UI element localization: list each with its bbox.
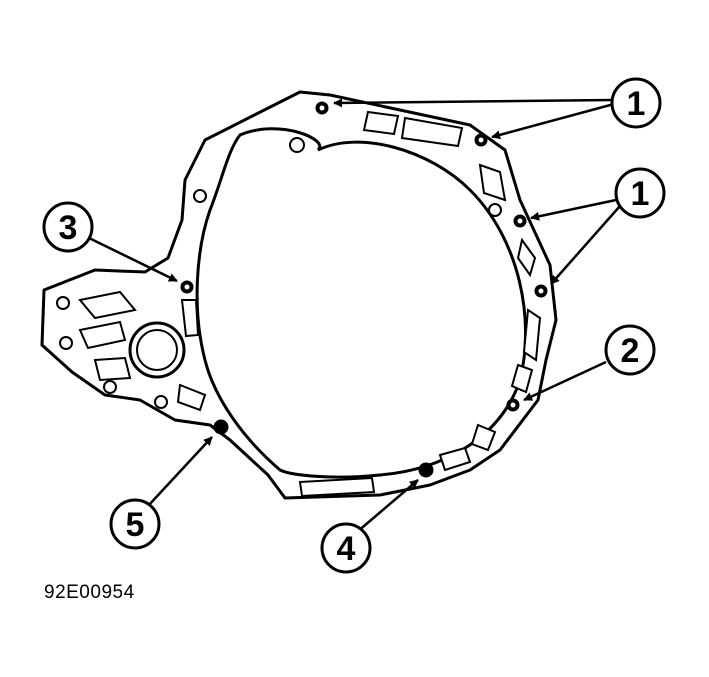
gasket-cutouts [56, 110, 542, 498]
callout-1-top-label: 1 [627, 85, 646, 123]
leader-1-to-a [333, 98, 613, 108]
callout-3: 3 [42, 201, 94, 253]
flange-opening-inner [136, 329, 178, 371]
callouts: 1 1 2 3 4 5 [42, 77, 666, 574]
leader-1b-to-c [530, 198, 617, 221]
callout-1-right-label: 1 [631, 175, 650, 213]
leader-4 [356, 479, 419, 533]
callout-2: 2 [604, 324, 656, 376]
leader-lines [88, 98, 621, 533]
callout-4: 4 [320, 522, 372, 574]
callout-4-label: 4 [337, 530, 356, 568]
callout-5: 5 [109, 498, 161, 550]
callout-3-label: 3 [59, 209, 78, 247]
figure-id-label: 92E00954 [44, 582, 135, 603]
leader-2 [523, 360, 607, 402]
leader-5 [147, 436, 213, 507]
leader-1b-to-d [550, 205, 621, 285]
leader-1-to-b [491, 102, 615, 140]
callout-1-right: 1 [614, 167, 666, 219]
bolt-hole-5 [213, 419, 229, 435]
callout-5-label: 5 [126, 506, 145, 544]
gasket-bore [195, 127, 528, 479]
leader-3 [88, 236, 178, 283]
callout-2-label: 2 [621, 332, 640, 370]
callout-1-top: 1 [610, 77, 662, 129]
bolt-hole-4 [418, 462, 434, 478]
